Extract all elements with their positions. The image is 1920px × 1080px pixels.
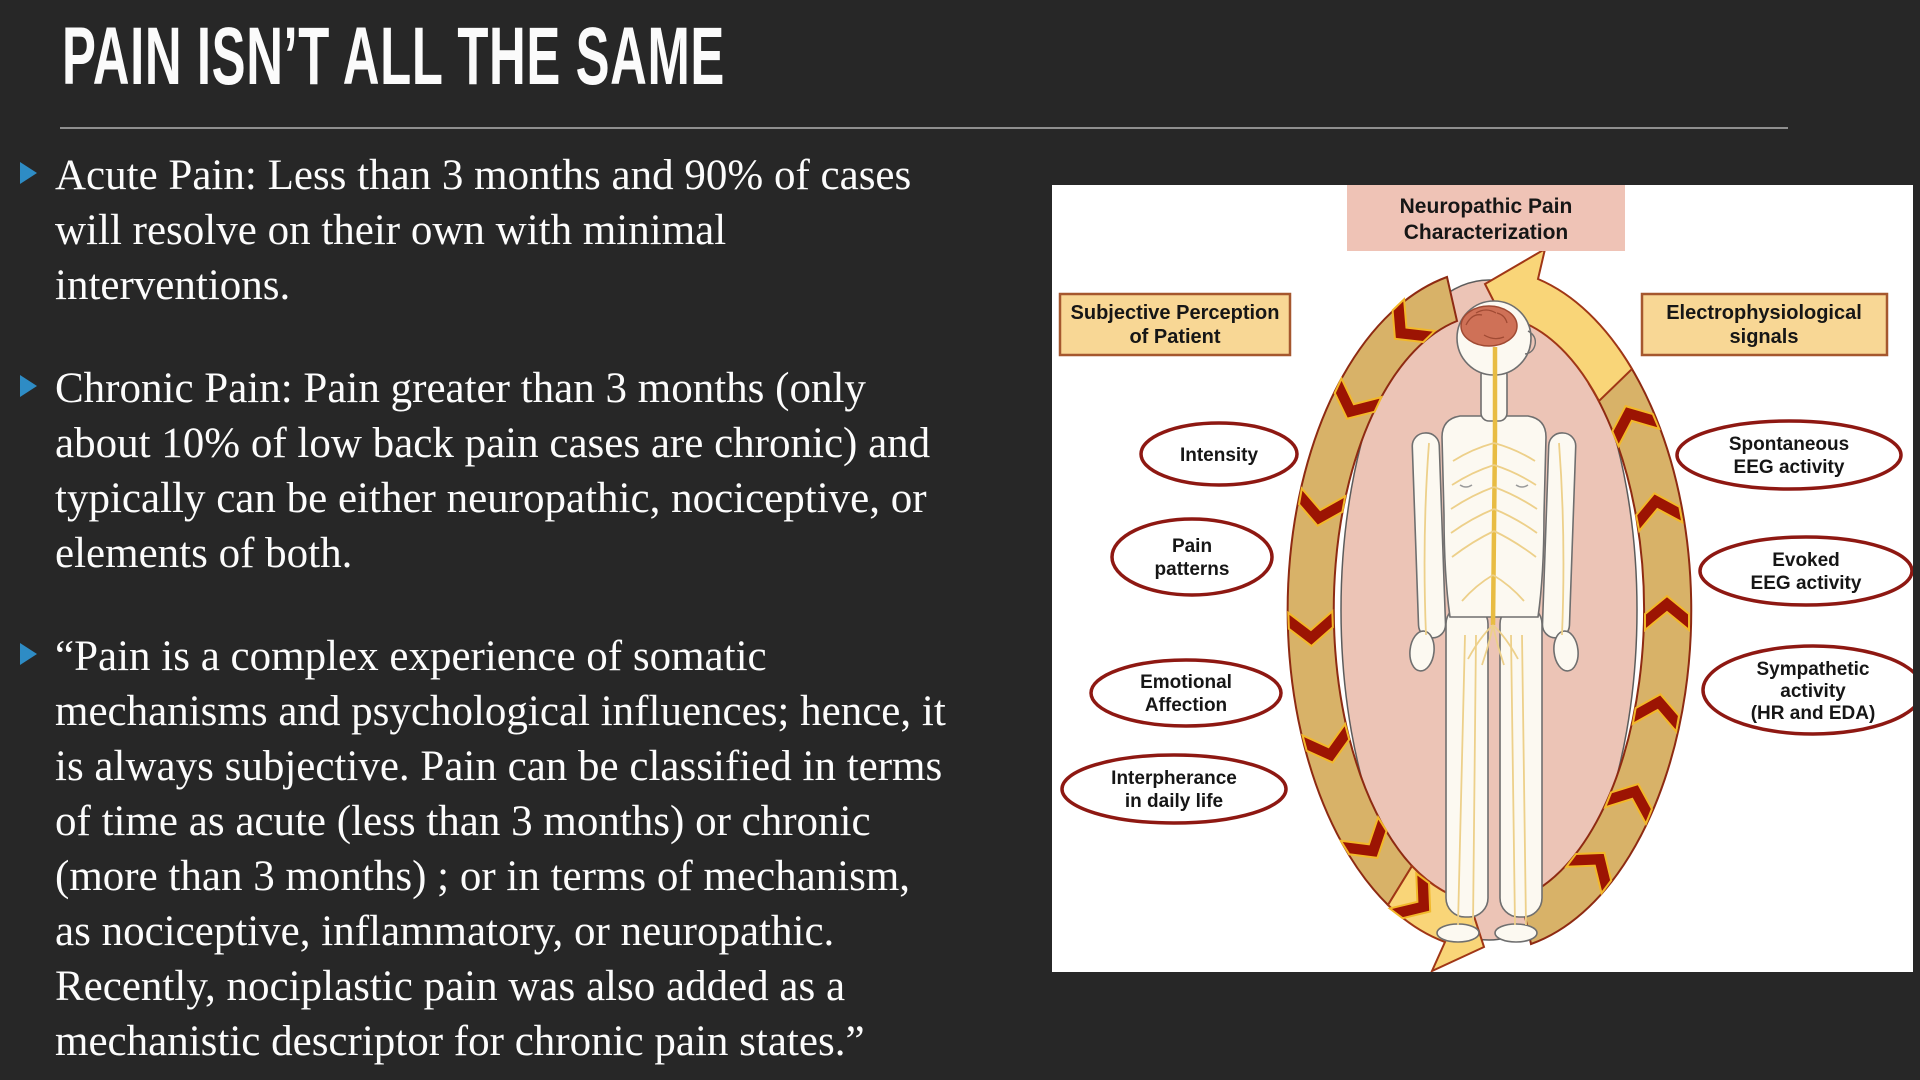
bullet-list: Acute Pain: Less than 3 months and 90% o… (20, 148, 1035, 1080)
interpherance-oval (1060, 753, 1288, 825)
bullet-item: Acute Pain: Less than 3 months and 90% o… (20, 148, 1035, 313)
bullet-item: “Pain is a complex experience of somatic… (20, 629, 1035, 1069)
left-foot (1436, 923, 1480, 943)
intensity-label: Intensity (1180, 445, 1259, 466)
slide-title: PAIN ISN’T ALL THE SAME (62, 11, 725, 102)
bullet-text-chronic-pain: Chronic Pain: Pain greater than 3 months… (55, 365, 931, 577)
pain-patterns-oval (1110, 517, 1274, 597)
right-foot (1494, 923, 1538, 943)
bullet-marker-icon (20, 162, 37, 184)
left-hand (1409, 630, 1435, 672)
sympathetic-activity-oval (1701, 644, 1913, 736)
emotional-affection-oval (1089, 658, 1283, 728)
left-leg (1445, 604, 1489, 918)
bullet-marker-icon (20, 375, 37, 397)
spontaneous-eeg-oval (1675, 419, 1903, 491)
right-hand (1553, 630, 1579, 672)
spinal-cord (1490, 347, 1498, 626)
intensity-oval (1139, 421, 1299, 487)
arm-nerves (1423, 442, 1565, 636)
pelvic-nerves (1467, 624, 1519, 666)
subjective-perception-box (1058, 292, 1292, 357)
human-body-figure (1409, 300, 1579, 943)
chest-marks (1459, 484, 1529, 488)
brain-icon (1460, 305, 1518, 347)
bullet-text-acute-pain: Acute Pain: Less than 3 months and 90% o… (55, 152, 912, 309)
right-leg (1499, 604, 1543, 918)
face-profile (1524, 330, 1537, 355)
diagram-title-box (1347, 185, 1625, 251)
top-arrow-icon (1483, 246, 1634, 403)
electrophysiological-signals-box (1640, 292, 1889, 357)
bullet-item: Chronic Pain: Pain greater than 3 months… (20, 361, 1035, 581)
evoked-eeg-oval (1698, 535, 1913, 607)
bullet-marker-icon (20, 643, 37, 665)
rib-nerves (1450, 442, 1538, 602)
title-underline (60, 127, 1788, 129)
bullet-text-pain-quote: “Pain is a complex experience of somatic… (55, 633, 946, 1065)
leg-nerves (1457, 634, 1527, 926)
